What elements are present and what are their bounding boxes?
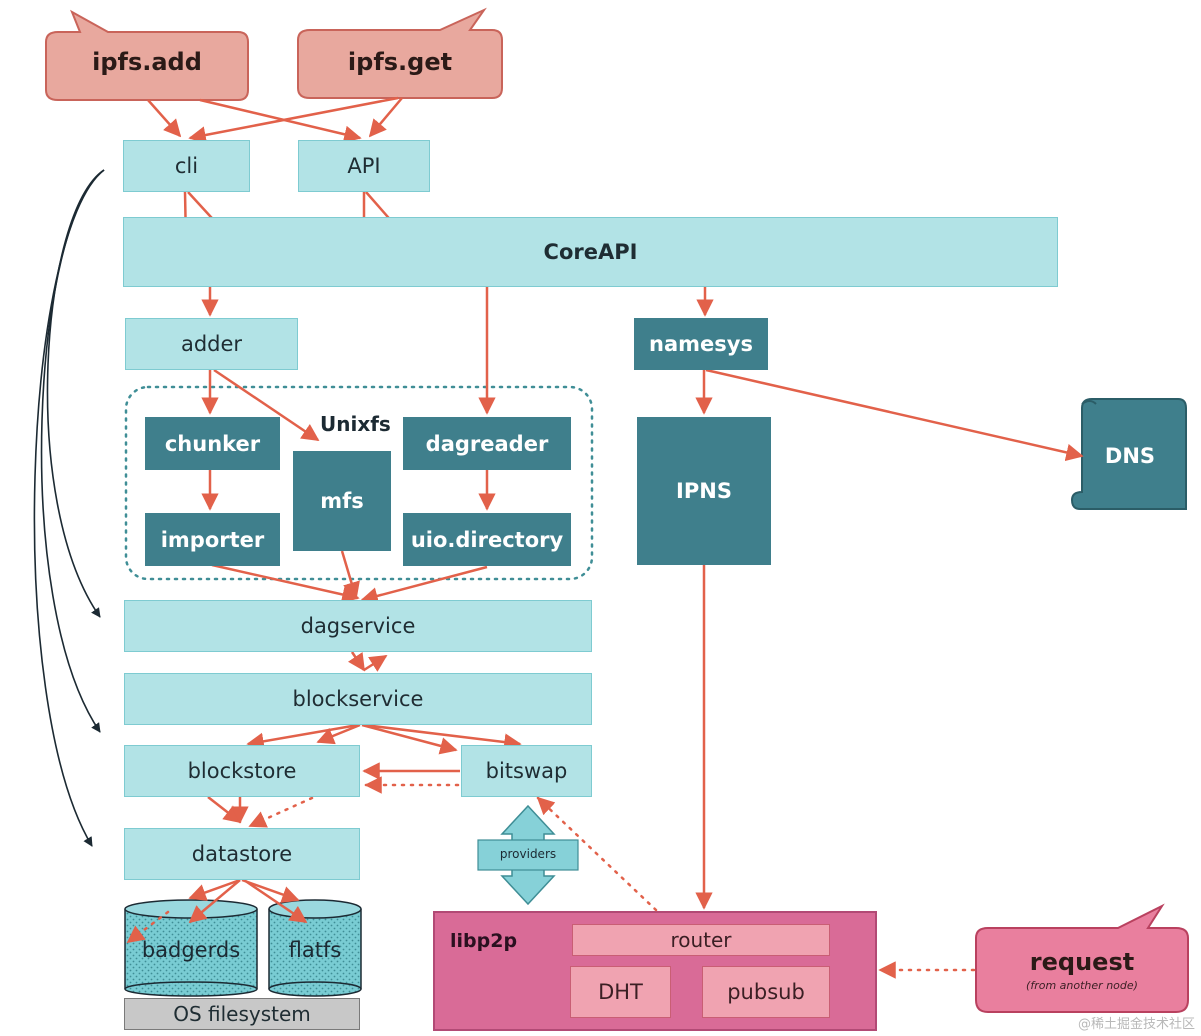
ipfs-add-label[interactable]: ipfs.add <box>92 48 202 76</box>
blockservice-box[interactable]: blockservice <box>124 673 592 725</box>
arrow-uio-dagservice <box>360 565 488 605</box>
arrow-dagservice-blockservice-1 <box>347 651 366 672</box>
importer-box[interactable]: importer <box>145 513 280 566</box>
arrow-datastore-badgerds-1 <box>188 878 241 901</box>
providers-label-bg <box>477 839 579 871</box>
arrow-adder-mfs <box>213 368 320 442</box>
arrow-importer-dagservice <box>211 563 360 604</box>
badgerds-cylinder <box>124 899 258 997</box>
ipfs-get-label[interactable]: ipfs.get <box>347 48 453 76</box>
dns-label[interactable]: DNS <box>1104 444 1156 468</box>
arrow-get-api <box>368 97 403 138</box>
arrow-get-cli <box>188 96 399 144</box>
arrow-datastore-badgerds-2 <box>188 879 241 924</box>
dns-scroll-curl <box>1081 400 1097 405</box>
router-box[interactable]: router <box>572 924 830 956</box>
providers-label: providers <box>499 847 557 861</box>
dotted-badgerds-datastore <box>126 910 170 944</box>
cli-to-dagservice-curve <box>46 169 105 618</box>
bitswap-box[interactable]: bitswap <box>461 745 592 797</box>
ipfs-get-callout-shape <box>297 7 503 99</box>
ipns-box[interactable]: IPNS <box>637 417 771 565</box>
uio-directory-box[interactable]: uio.directory <box>403 513 571 566</box>
cli-box[interactable]: cli <box>123 140 250 192</box>
dht-box[interactable]: DHT <box>570 966 671 1018</box>
api-box[interactable]: API <box>298 140 430 192</box>
namesys-box[interactable]: namesys <box>634 318 768 370</box>
unixfs-label: Unixfs <box>320 412 391 436</box>
arrow-blockstore-datastore-1 <box>207 796 242 824</box>
adder-box[interactable]: adder <box>125 318 298 370</box>
arrow-namesys-dns <box>705 368 1084 462</box>
arrow-mfs-dagservice <box>340 550 360 600</box>
coreapi-box[interactable]: CoreAPI <box>123 217 1058 287</box>
chunker-box[interactable]: chunker <box>145 417 280 470</box>
dotted-libp2p-bitswap <box>536 796 658 912</box>
request-callout-shape <box>975 903 1189 1013</box>
dagservice-box[interactable]: dagservice <box>124 600 592 652</box>
request-sub-label: (from another node) <box>1026 979 1138 992</box>
watermark: @稀土掘金技术社区 <box>1077 1017 1195 1032</box>
libp2p-label: libp2p <box>450 930 518 952</box>
cli-to-blockservice-curve <box>40 169 105 733</box>
arrow-blockservice-blockstore-1 <box>246 723 359 750</box>
blockstore-box[interactable]: blockstore <box>124 745 360 797</box>
cli-to-datastore-curve <box>33 169 105 847</box>
datastore-box[interactable]: datastore <box>124 828 360 880</box>
mfs-box[interactable]: mfs <box>293 451 391 551</box>
request-label[interactable]: request <box>1029 948 1135 976</box>
os-filesystem-box[interactable]: OS filesystem <box>124 998 360 1030</box>
arrow-add-cli <box>147 99 182 138</box>
arrow-datastore-flatfs-2 <box>243 878 308 924</box>
dagreader-box[interactable]: dagreader <box>403 417 571 470</box>
arrow-add-api <box>199 98 362 143</box>
dotted-blockstore-datastore <box>248 796 314 828</box>
arrow-blockservice-blockstore-2 <box>316 723 361 745</box>
pubsub-box[interactable]: pubsub <box>702 966 830 1018</box>
flatfs-label[interactable]: flatfs <box>288 938 342 962</box>
arrow-blockservice-bitswap-1 <box>361 723 458 755</box>
dns-scroll-shape <box>1070 398 1187 510</box>
ipfs-add-callout-shape <box>45 9 249 101</box>
badgerds-label[interactable]: badgerds <box>141 938 241 962</box>
arrow-blockservice-bitswap-2 <box>363 723 522 751</box>
arrow-datastore-flatfs-1 <box>241 878 300 903</box>
arrow-dagservice-blockservice-2 <box>363 654 388 672</box>
unixfs-group <box>124 385 594 581</box>
flatfs-cylinder <box>268 899 362 997</box>
